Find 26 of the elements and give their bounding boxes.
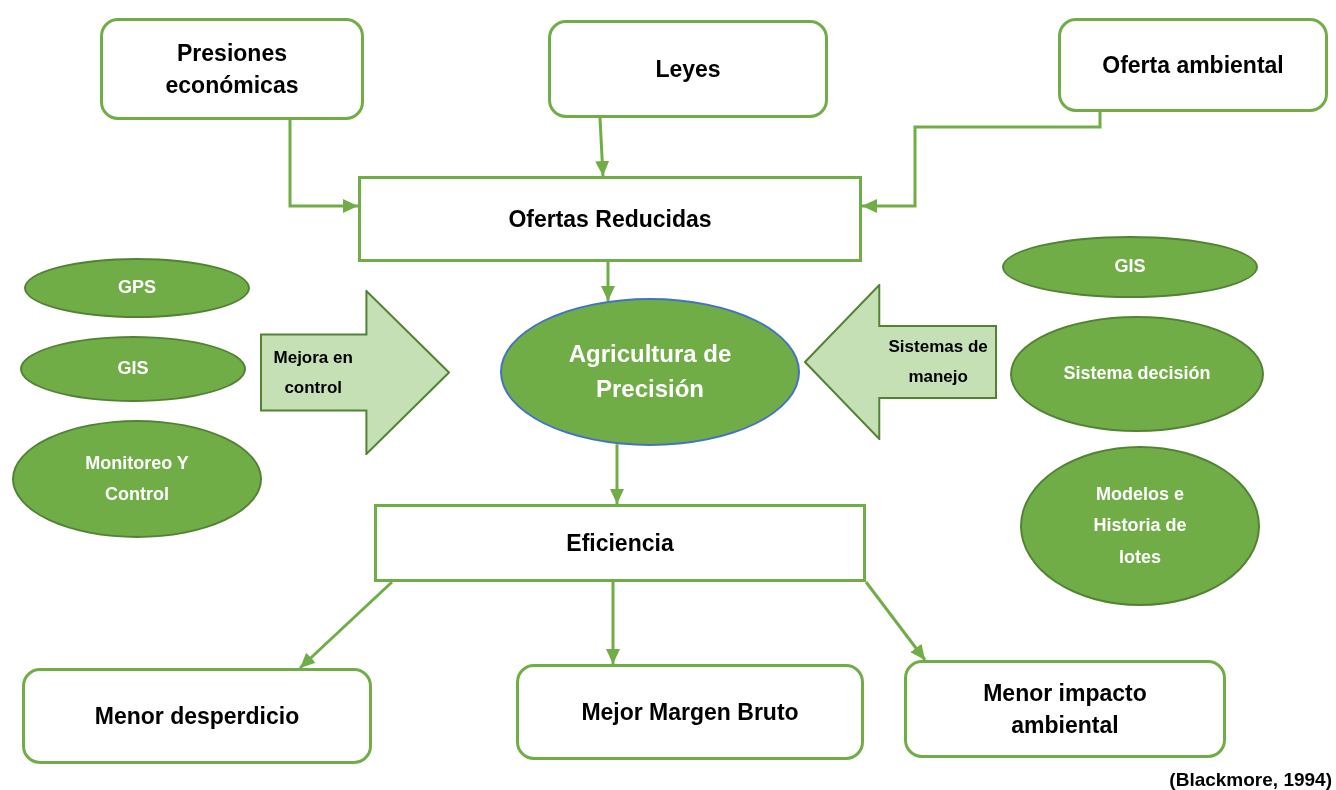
ellipse-node: GIS <box>1002 236 1258 298</box>
ellipse-node: Monitoreo Y Control <box>12 420 262 538</box>
arrow <box>601 262 615 301</box>
process-box: Mejor Margen Bruto <box>516 664 864 760</box>
arrow-label: Sistemas de manejo <box>887 336 989 388</box>
arrow <box>595 117 610 177</box>
ellipse-node: Agricultura de Precisión <box>500 298 800 446</box>
process-box: Menor desperdicio <box>22 668 372 764</box>
process-box: Eficiencia <box>374 504 866 582</box>
ellipse-node: GIS <box>20 336 246 402</box>
arrow <box>288 120 358 213</box>
process-box: Ofertas Reducidas <box>358 176 862 262</box>
process-box: Leyes <box>548 20 828 118</box>
ellipse-node: Modelos e Historia de lotes <box>1020 446 1260 606</box>
arrow <box>610 444 624 504</box>
process-box: Presiones económicas <box>100 18 364 120</box>
ellipse-node: Sistema decisión <box>1010 316 1264 432</box>
arrow-label: Mejora en control <box>272 346 354 399</box>
arrow <box>864 581 927 661</box>
process-box: Oferta ambiental <box>1058 18 1328 112</box>
ellipse-node: GPS <box>24 258 250 318</box>
arrow <box>862 112 1102 213</box>
process-box: Menor impacto ambiental <box>904 660 1226 758</box>
arrow <box>298 580 394 670</box>
caption: (Blackmore, 1994) <box>1169 770 1332 789</box>
arrow <box>606 582 620 664</box>
